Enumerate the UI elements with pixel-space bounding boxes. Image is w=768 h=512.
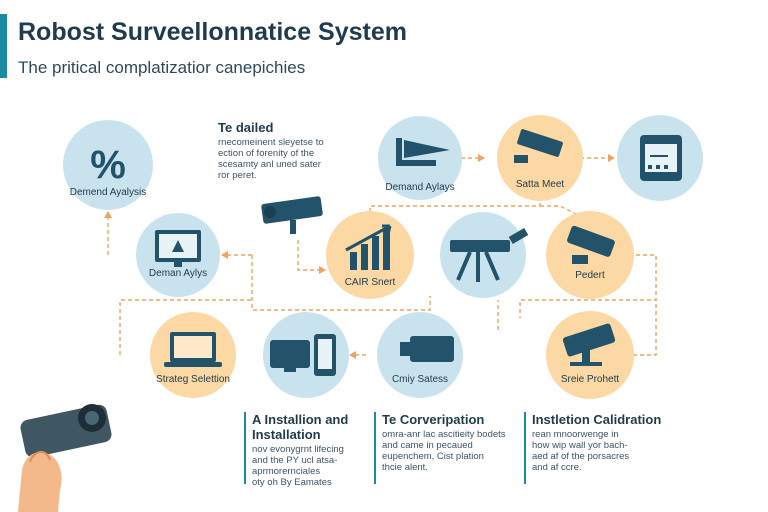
node-screen-device[interactable] <box>617 115 703 201</box>
screen-chart-icon <box>396 138 450 166</box>
note-heading: Te dailed <box>218 120 274 135</box>
note-bottom-left: A Installion and Installation nov evonyg… <box>252 412 372 488</box>
laptop-icon <box>164 332 222 367</box>
node-devices[interactable] <box>263 312 349 398</box>
node-strateg-selettion[interactable]: Strateg Selettion <box>150 312 236 398</box>
note-line: omra-anr lac ascitieity bodets <box>382 429 506 440</box>
note-line: nov evonygrnt lifecing <box>252 444 344 455</box>
node-pedert[interactable]: Pedert <box>546 211 634 299</box>
note-line: aed af of the porsacres <box>532 451 630 462</box>
note-divider <box>374 412 376 484</box>
note-line: oty oh By Eamates <box>252 477 332 488</box>
note-bottom-right: Instletion Calidration rean mnoorwenge i… <box>532 412 662 473</box>
percent-icon: % <box>90 143 126 187</box>
node-cmiy-satess[interactable]: Cmiy Satess <box>377 312 463 398</box>
note-top: Te dailed rnecomeinent sleyetse to ectio… <box>218 120 358 181</box>
node-label: Demand Aylays <box>385 182 454 193</box>
hand-camera-illustration <box>18 404 112 512</box>
note-line: and came in pecaued <box>382 440 473 451</box>
note-line: and af ccre. <box>532 462 582 473</box>
node-label: Strateg Selettion <box>156 374 230 385</box>
tripod-camera-icon <box>450 228 529 282</box>
note-line: thcie alent. <box>382 462 428 473</box>
security-camera-icon <box>562 323 616 366</box>
tablet-icon <box>640 135 682 181</box>
note-heading: Te Corveripation <box>382 412 485 427</box>
node-demend-ayalysis[interactable]: % Demend Ayalysis <box>63 120 153 210</box>
bar-chart-icon <box>345 224 392 270</box>
node-label: Demend Ayalysis <box>70 187 147 198</box>
note-line: ror peret. <box>218 170 257 181</box>
node-label: CAIR Snert <box>345 277 396 288</box>
node-label: Sreie Prohett <box>561 374 620 385</box>
note-line: eupenchem, Cist plation <box>382 451 484 462</box>
node-label: Deman Aylys <box>149 268 207 279</box>
security-camera-icon <box>514 129 563 163</box>
monitor-chart-icon <box>155 230 201 267</box>
node-label: Pedert <box>575 270 605 281</box>
note-heading: A Installion and Installation <box>252 412 349 442</box>
node-demand-aylays[interactable]: Demand Aylays <box>378 116 462 200</box>
note-heading: Instletion Calidration <box>532 412 662 427</box>
wall-camera-icon <box>261 196 323 234</box>
note-divider <box>244 412 246 484</box>
page-title: Robost Surveellonnatice System <box>18 18 408 46</box>
node-tripod-camera[interactable] <box>440 212 529 298</box>
note-line: ection of forenity of the <box>218 148 315 159</box>
title-accent-bar <box>0 14 7 78</box>
tv-phone-icon <box>270 334 336 376</box>
note-line: aprmorernciales <box>252 466 321 477</box>
note-line: and the PY ucl atsa- <box>252 455 338 466</box>
note-bottom-mid: Te Corveripation omra-anr lac ascitieity… <box>382 412 522 473</box>
node-label: Satta Meet <box>516 179 565 190</box>
note-line: how wip wall yor bach- <box>532 440 628 451</box>
node-label: Cmiy Satess <box>392 374 448 385</box>
bullet-camera-icon <box>400 336 454 362</box>
note-line: rnecomeinent sleyetse to <box>218 137 324 148</box>
svg-text:%: % <box>90 143 126 187</box>
node-sreie-prohett[interactable]: Sreie Prohett <box>546 311 634 399</box>
note-divider <box>524 412 526 484</box>
note-line: rean mnoorwenge in <box>532 429 619 440</box>
node-deman-aylys[interactable]: Deman Aylys <box>136 213 220 297</box>
note-line: scesamty anl uned sater <box>218 159 321 170</box>
node-satta-meet[interactable]: Satta Meet <box>497 115 583 201</box>
page-subtitle: The pritical complatizatior canepichies <box>18 58 306 77</box>
node-cair-snert[interactable]: CAIR Snert <box>326 211 414 299</box>
security-camera-icon <box>567 225 615 264</box>
